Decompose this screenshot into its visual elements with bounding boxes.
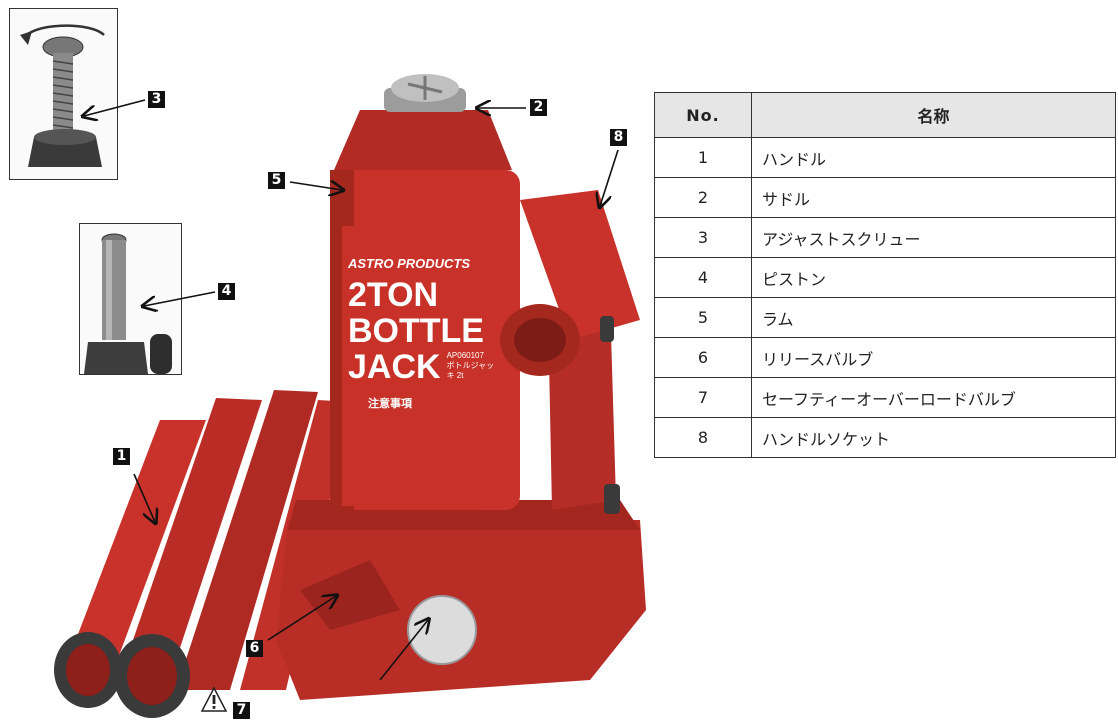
- parts-table: No. 名称 1 ハンドル 2 サドル 3 アジャストスクリュー 4 ピストン …: [654, 92, 1116, 458]
- jack-title-line2: BOTTLE: [348, 312, 484, 350]
- row-name: ラム: [751, 297, 1116, 338]
- adjust-screw-photo: [10, 9, 117, 179]
- table-row: 7 セーフティーオーバーロードバルブ: [654, 377, 1116, 418]
- row-no: 7: [654, 377, 752, 418]
- jack-caution: 注意事項: [368, 398, 412, 410]
- table-row: 6 リリースバルブ: [654, 337, 1116, 378]
- table-row: 8 ハンドルソケット: [654, 417, 1116, 458]
- row-name: サドル: [751, 177, 1116, 218]
- callout-badge-1: 1: [113, 448, 130, 465]
- table-header-row: No. 名称: [654, 92, 1116, 138]
- jack-model: AP060107: [446, 351, 484, 360]
- row-no: 4: [654, 257, 752, 298]
- row-no: 6: [654, 337, 752, 378]
- warning-triangle-icon: [200, 686, 228, 712]
- callout-badge-5: 5: [268, 172, 285, 189]
- callout-badge-2: 2: [530, 99, 547, 116]
- row-no: 5: [654, 297, 752, 338]
- header-name: 名称: [751, 92, 1116, 138]
- row-name: ハンドルソケット: [751, 417, 1116, 458]
- row-no: 8: [654, 417, 752, 458]
- table-row: 2 サドル: [654, 177, 1116, 218]
- table-row: 1 ハンドル: [654, 137, 1116, 178]
- jack-title-line3: JACK: [348, 348, 441, 386]
- callout-badge-3: 3: [148, 91, 165, 108]
- row-name: リリースバルブ: [751, 337, 1116, 378]
- table-row: 3 アジャストスクリュー: [654, 217, 1116, 258]
- row-no: 1: [654, 137, 752, 178]
- jack-label: ASTRO PRODUCTS 2TON BOTTLE JACK AP060107…: [348, 256, 498, 411]
- header-no: No.: [654, 92, 752, 138]
- callout-badge-8: 8: [610, 129, 627, 146]
- callout-badge-7: 7: [233, 702, 250, 719]
- callout-badge-4: 4: [218, 283, 235, 300]
- row-name: ピストン: [751, 257, 1116, 298]
- callout-badge-6: 6: [246, 640, 263, 657]
- table-row: 5 ラム: [654, 297, 1116, 338]
- jack-title-line1: 2TON: [348, 276, 439, 314]
- table-row: 4 ピストン: [654, 257, 1116, 298]
- row-no: 3: [654, 217, 752, 258]
- jack-model-jp: ボトルジャッキ 2t: [446, 361, 495, 380]
- inset-adjust-screw: [9, 8, 118, 180]
- row-name: セーフティーオーバーロードバルブ: [751, 377, 1116, 418]
- jack-brand: ASTRO PRODUCTS: [348, 256, 498, 271]
- row-name: アジャストスクリュー: [751, 217, 1116, 258]
- row-name: ハンドル: [751, 137, 1116, 178]
- row-no: 2: [654, 177, 752, 218]
